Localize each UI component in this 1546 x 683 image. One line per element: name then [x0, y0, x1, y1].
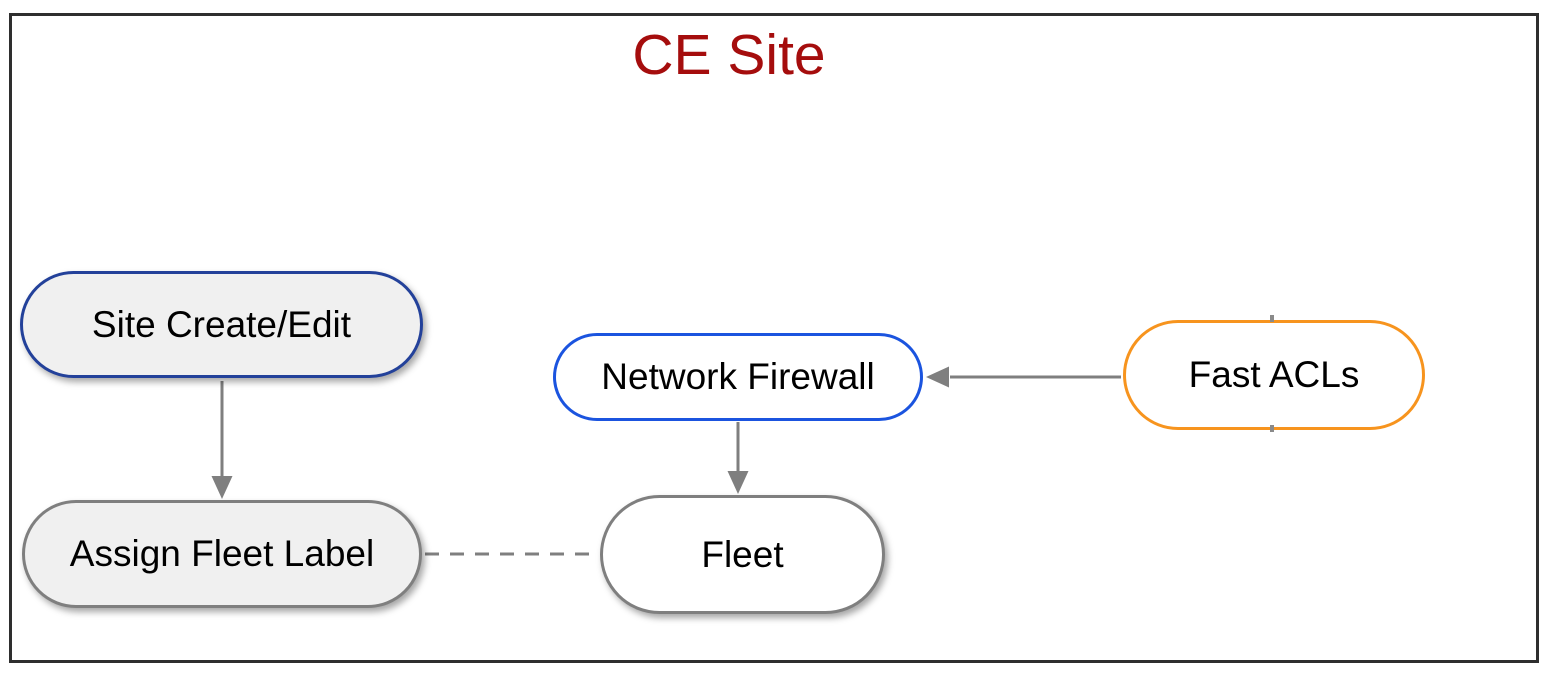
anchor-tick-icon — [1270, 315, 1274, 322]
node-fleet[interactable]: Fleet — [600, 495, 885, 614]
node-label: Network Firewall — [601, 356, 875, 397]
diagram-title: CE Site — [632, 23, 826, 87]
node-label: Assign Fleet Label — [69, 533, 375, 574]
node-site-create-edit[interactable]: Site Create/Edit — [20, 271, 423, 378]
node-fast-acls[interactable]: Fast ACLs — [1123, 320, 1425, 430]
node-assign-fleet-label[interactable]: Assign Fleet Label — [22, 500, 422, 608]
anchor-tick-icon — [1270, 425, 1274, 432]
node-label: Site Create/Edit — [91, 303, 352, 345]
node-network-firewall[interactable]: Network Firewall — [553, 333, 923, 421]
node-label: Fleet — [701, 533, 784, 575]
node-label: Fast ACLs — [1188, 354, 1360, 395]
